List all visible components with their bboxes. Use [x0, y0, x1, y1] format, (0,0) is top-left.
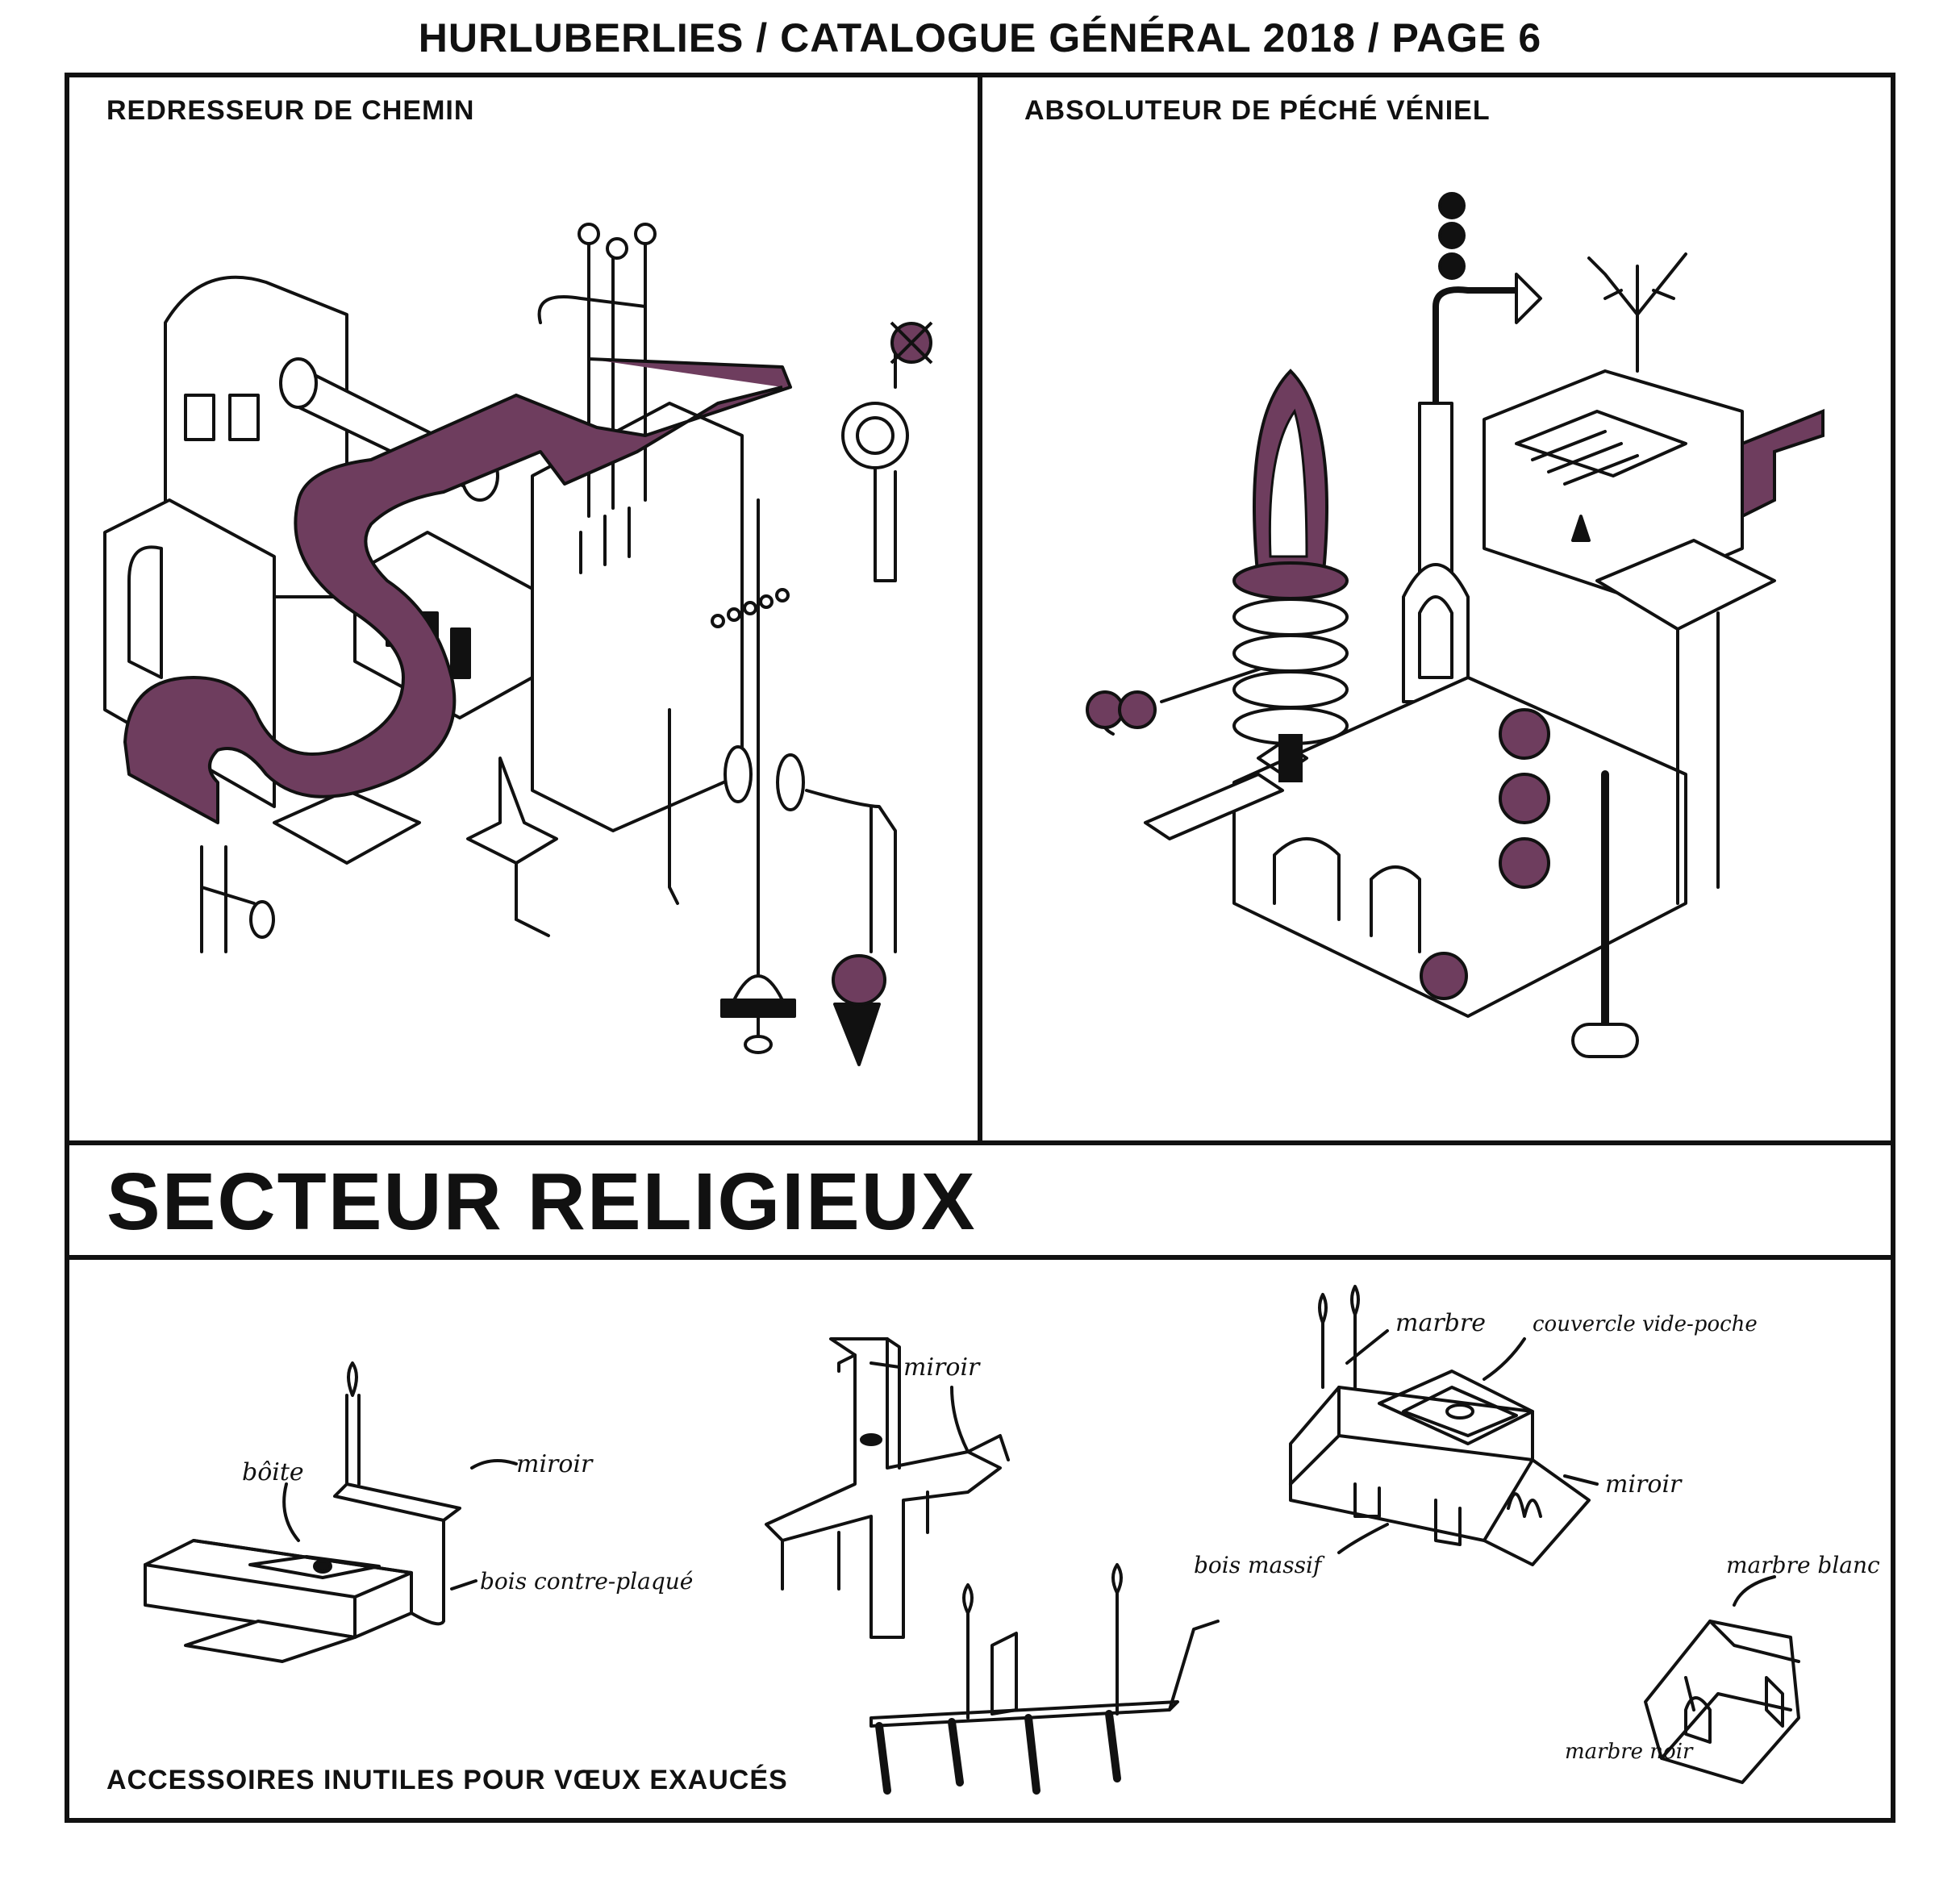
panel-divider	[978, 73, 982, 1144]
section-title: SECTEUR RELIGIEUX	[106, 1157, 977, 1247]
accessories-title: ACCESSOIRES INUTILES POUR VŒUX EXAUCÉS	[106, 1765, 788, 1795]
note-marbre-blanc: marbre blanc	[1726, 1552, 1880, 1578]
note-bois-plaque: bois contre-plaqué	[480, 1568, 693, 1595]
note-miroir-3: miroir	[1605, 1470, 1683, 1499]
note-bois-massif: bois massif	[1194, 1552, 1325, 1578]
section-divider-bottom	[65, 1255, 1895, 1260]
note-miroir-1: miroir	[516, 1450, 594, 1478]
panel-title-absoluteur: ABSOLUTEUR DE PÉCHÉ VÉNIEL	[1024, 95, 1491, 126]
note-marbre: marbre	[1395, 1309, 1486, 1337]
note-miroir-2: miroir	[903, 1353, 981, 1382]
redresseur-illustration	[103, 223, 933, 1066]
note-couvercle: couvercle vide-poche	[1533, 1312, 1758, 1336]
note-boite: bôite	[242, 1458, 304, 1486]
section-divider-top	[65, 1140, 1895, 1145]
accessories-sketches: bôite miroir bois contre-plaqué miroir m…	[144, 1285, 1880, 1795]
panel-title-redresseur: REDRESSEUR DE CHEMIN	[106, 95, 475, 126]
note-marbre-noir: marbre noir	[1565, 1740, 1694, 1764]
absoluteur-illustration	[1086, 192, 1824, 1058]
page-header: HURLUBERLIES / CATALOGUE GÉNÉRAL 2018 / …	[418, 15, 1542, 60]
